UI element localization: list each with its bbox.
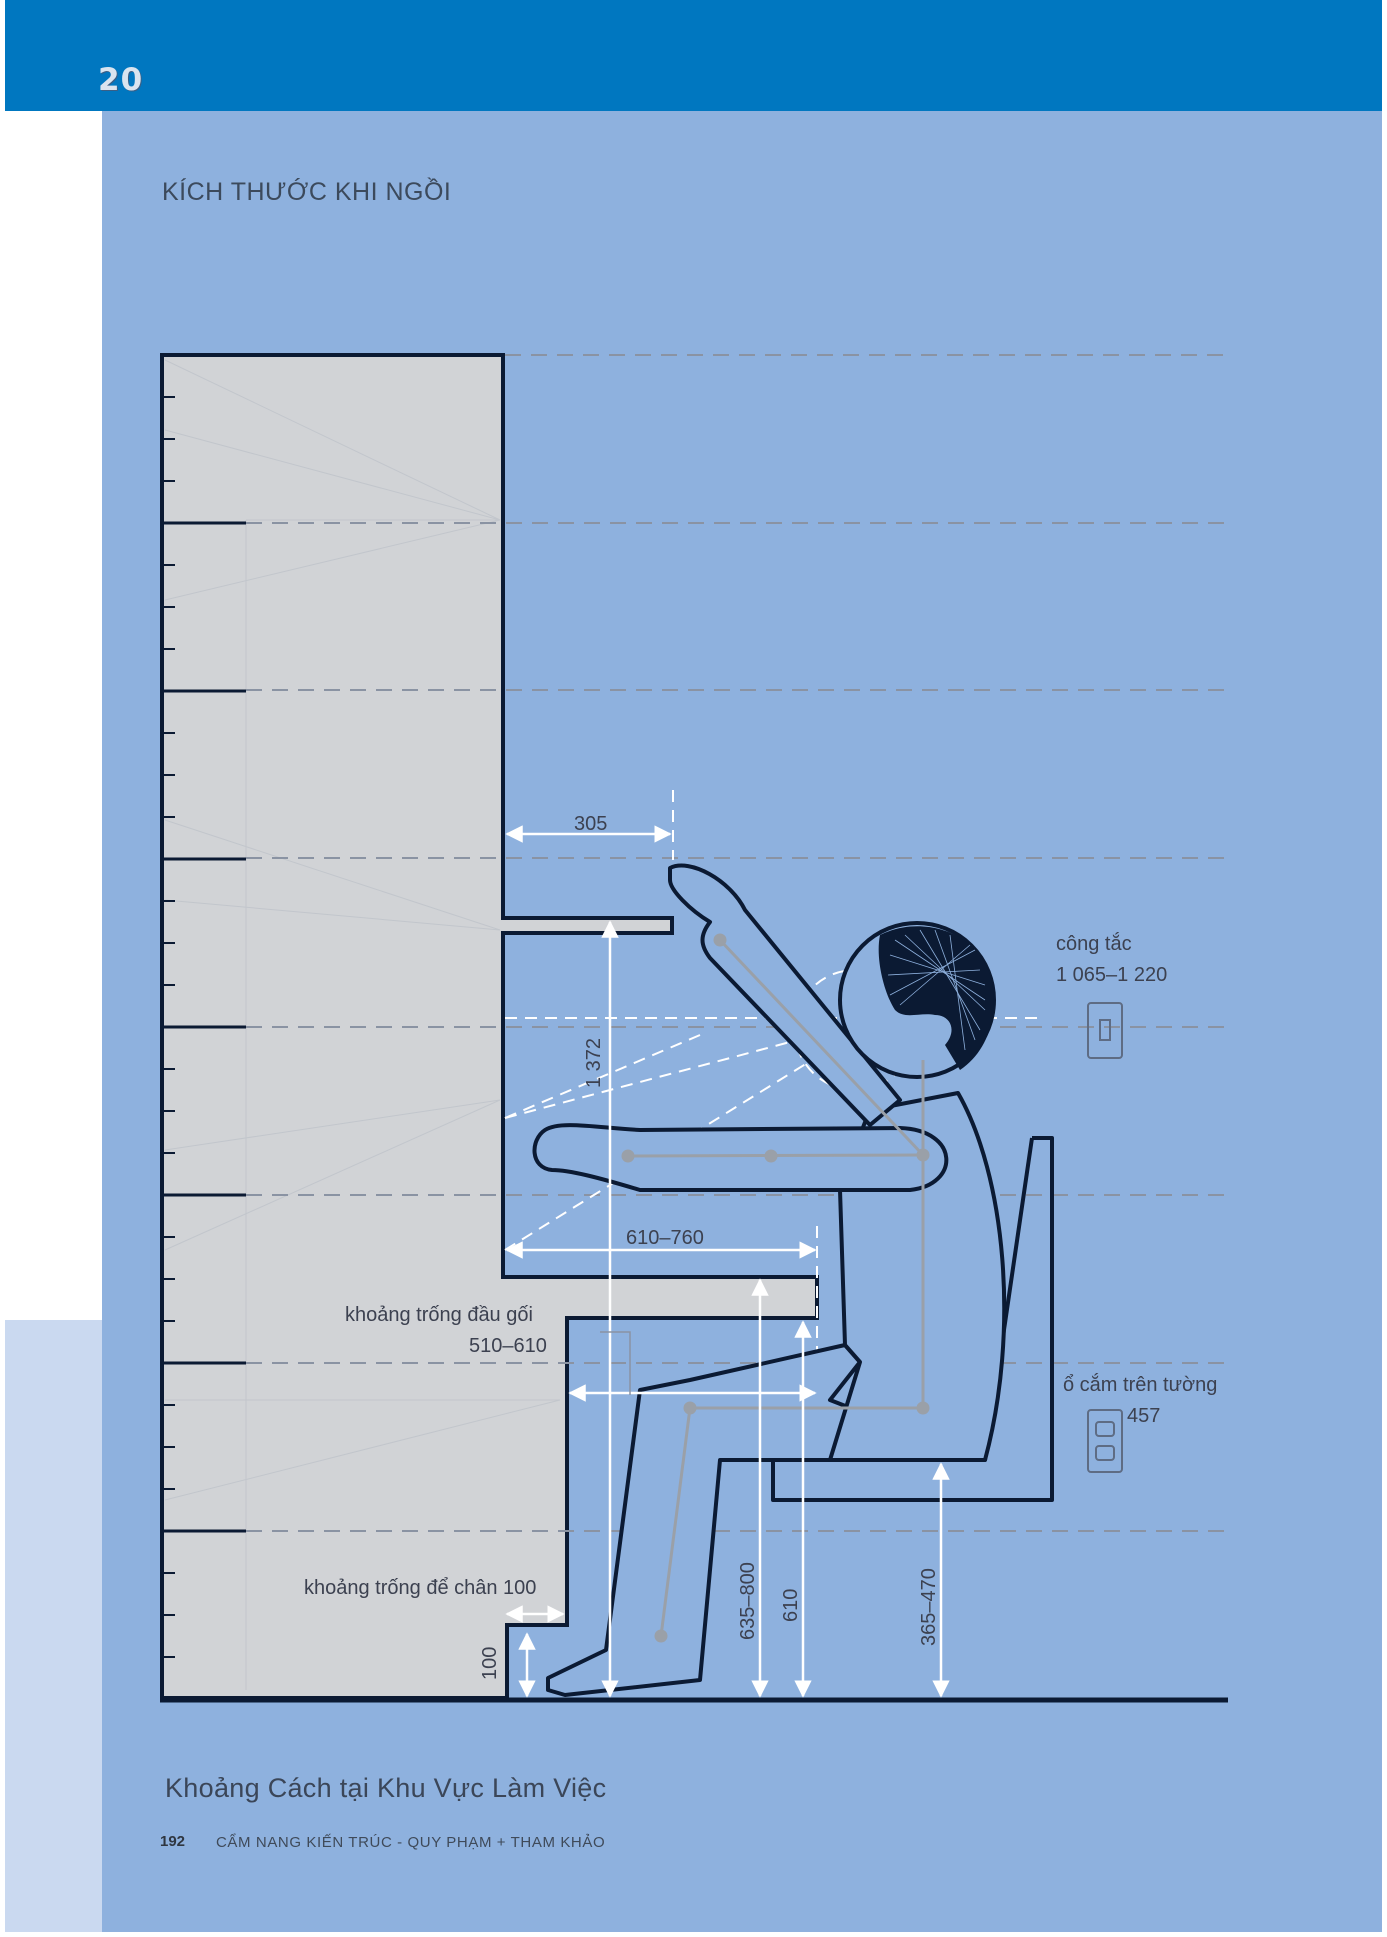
desk-height-range-label: 635–800	[737, 1562, 759, 1640]
knee-clearance-range-label: 510–610	[469, 1335, 547, 1357]
toe-clearance-label: khoảng trống để chân 100	[304, 1577, 536, 1599]
switch-range-label: 1 065–1 220	[1056, 964, 1167, 986]
outlet-label: ổ cắm trên tường	[1063, 1373, 1217, 1396]
header-bar	[5, 0, 1382, 111]
seat-height-range-label: 365–470	[918, 1568, 940, 1646]
page-number: 192	[160, 1833, 186, 1850]
wall-switch-icon	[1087, 1002, 1123, 1059]
desk-depth-label: 610–760	[626, 1227, 704, 1249]
book-title: CẨM NANG KIẾN TRÚC - QUY PHẠM + THAM KHẢ…	[216, 1834, 606, 1851]
dimension-arrows	[505, 825, 950, 1698]
figure-title: Khoảng Cách tại Khu Vực Làm Việc	[165, 1773, 607, 1803]
outlet-height-label: 457	[1127, 1405, 1160, 1427]
counter-height-label: 610	[780, 1589, 802, 1622]
section-title: KÍCH THƯỚC KHI NGỒI	[162, 178, 452, 206]
left-margin-strip	[5, 1320, 102, 1932]
seated-person	[532, 863, 1007, 1697]
chapter-number: 20	[98, 62, 144, 98]
switch-label: công tắc	[1056, 932, 1132, 955]
toe-height-label: 100	[479, 1647, 501, 1680]
wall-outlet-icon	[1087, 1409, 1123, 1473]
knee-leader-line	[600, 1331, 631, 1395]
knee-clearance-label: khoảng trống đầu gối	[345, 1304, 533, 1326]
guide-lines	[246, 354, 1228, 1532]
eye-height-label: 1 372	[583, 1038, 605, 1088]
reach-depth-label: 305	[574, 813, 607, 835]
hair	[878, 926, 994, 1070]
